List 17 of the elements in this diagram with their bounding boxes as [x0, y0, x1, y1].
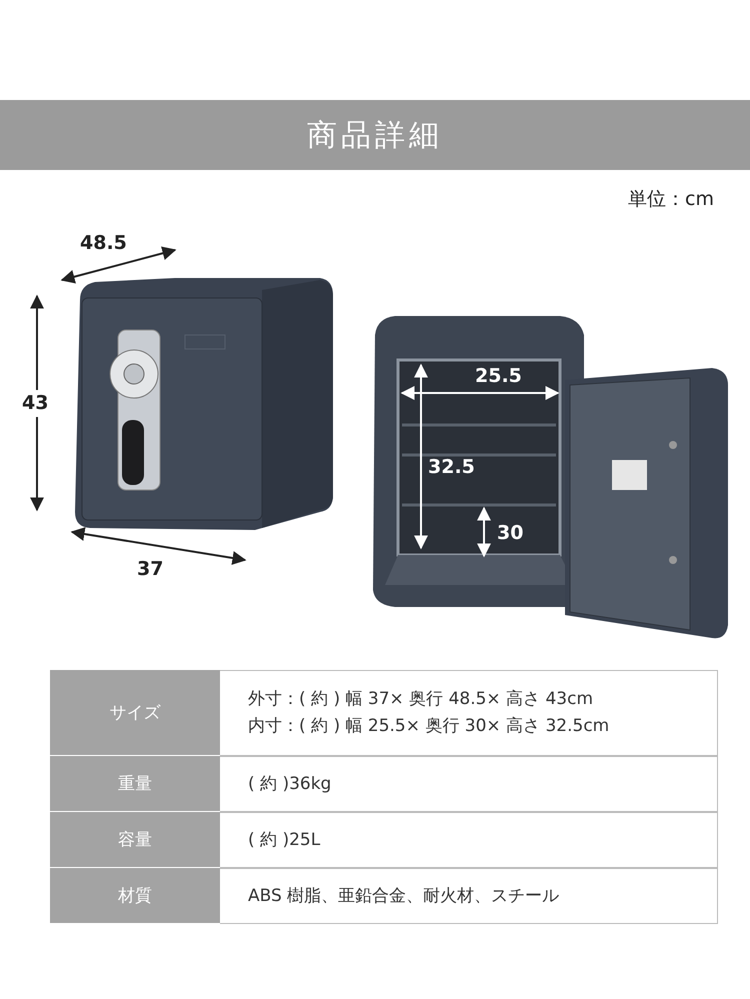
spec-text: ABS 樹脂、亜鉛合金、耐火材、スチール	[248, 884, 560, 908]
dimension-label: 32.5	[428, 458, 475, 477]
dimension-label: 37	[137, 560, 164, 579]
title-banner: 商品詳細	[0, 100, 750, 170]
unit-note: 単位：cm	[628, 190, 714, 209]
spec-text: ( 約 )25L	[248, 828, 322, 852]
table-header-cell: 材質	[50, 868, 220, 924]
dimension-label: 43	[22, 390, 48, 417]
table-header-cell: 容量	[50, 812, 220, 868]
table-header-cell: 重量	[50, 756, 220, 812]
table-header-cell: サイズ	[50, 670, 220, 756]
spec-text: ( 約 )36kg	[248, 772, 332, 796]
spec-text: 内寸：( 約 ) 幅 25.5× 奥行 30× 高さ 32.5cm	[248, 715, 610, 738]
dimension-label: 30	[497, 524, 524, 543]
dimension-label: 48.5	[80, 234, 127, 253]
spec-text: 外寸：( 約 ) 幅 37× 奥行 48.5× 高さ 43cm	[248, 688, 594, 711]
dimension-label: 25.5	[475, 367, 522, 386]
